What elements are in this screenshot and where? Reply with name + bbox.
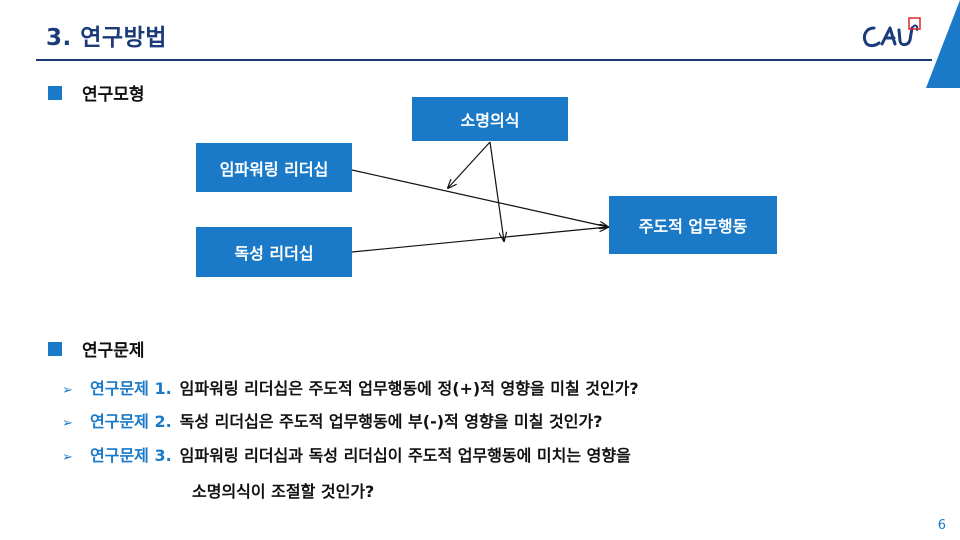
page-number: 6 [937, 518, 946, 533]
question-text: 독성 리더십은 주도적 업무행동에 부(-)적 영향을 미칠 것인가? [179, 412, 603, 431]
question-text: 임파워링 리더십은 주도적 업무행동에 정(+)적 영향을 미칠 것인가? [179, 379, 639, 398]
arrow-iv1-to-dv [351, 169, 608, 227]
box-dv: 주도적 업무행동 [609, 196, 777, 254]
question-3-continuation: 소명의식이 조절할 것인가? [192, 482, 375, 501]
arrow-moderator-to-path1 [448, 141, 491, 188]
cau-logo [862, 17, 921, 48]
question-item-1: ➢ 연구문제 1. 임파워링 리더십은 주도적 업무행동에 정(+)적 영향을 … [62, 375, 639, 399]
question-label: 연구문제 2. [90, 412, 172, 431]
arrow-bullet-icon: ➢ [62, 416, 73, 431]
model-heading-text: 연구모형 [82, 85, 145, 105]
model-section-heading: 연구모형 [48, 80, 145, 105]
title-divider [36, 59, 932, 61]
arrow-iv2-to-dv [351, 227, 608, 253]
corner-decoration [926, 0, 960, 88]
box-iv1: 임파워링 리더십 [196, 143, 352, 192]
question-item-2: ➢ 연구문제 2. 독성 리더십은 주도적 업무행동에 부(-)적 영향을 미칠… [62, 408, 603, 432]
box-iv2: 독성 리더십 [196, 227, 352, 277]
square-bullet-icon [48, 341, 62, 356]
questions-heading-text: 연구문제 [82, 341, 145, 361]
question-label: 연구문제 3. [90, 446, 172, 465]
arrow-bullet-icon: ➢ [62, 450, 73, 465]
question-label: 연구문제 1. [90, 379, 172, 398]
box-moderator: 소명의식 [412, 97, 568, 141]
slide-title: 3. 연구방법 [46, 25, 167, 51]
question-text: 임파워링 리더십과 독성 리더십이 주도적 업무행동에 미치는 영향을 [179, 446, 631, 465]
questions-section-heading: 연구문제 [48, 336, 145, 361]
arrow-bullet-icon: ➢ [62, 383, 73, 398]
square-bullet-icon [48, 85, 62, 100]
arrow-moderator-to-path2 [489, 141, 504, 241]
question-item-3: ➢ 연구문제 3. 임파워링 리더십과 독성 리더십이 주도적 업무행동에 미치… [62, 442, 631, 466]
